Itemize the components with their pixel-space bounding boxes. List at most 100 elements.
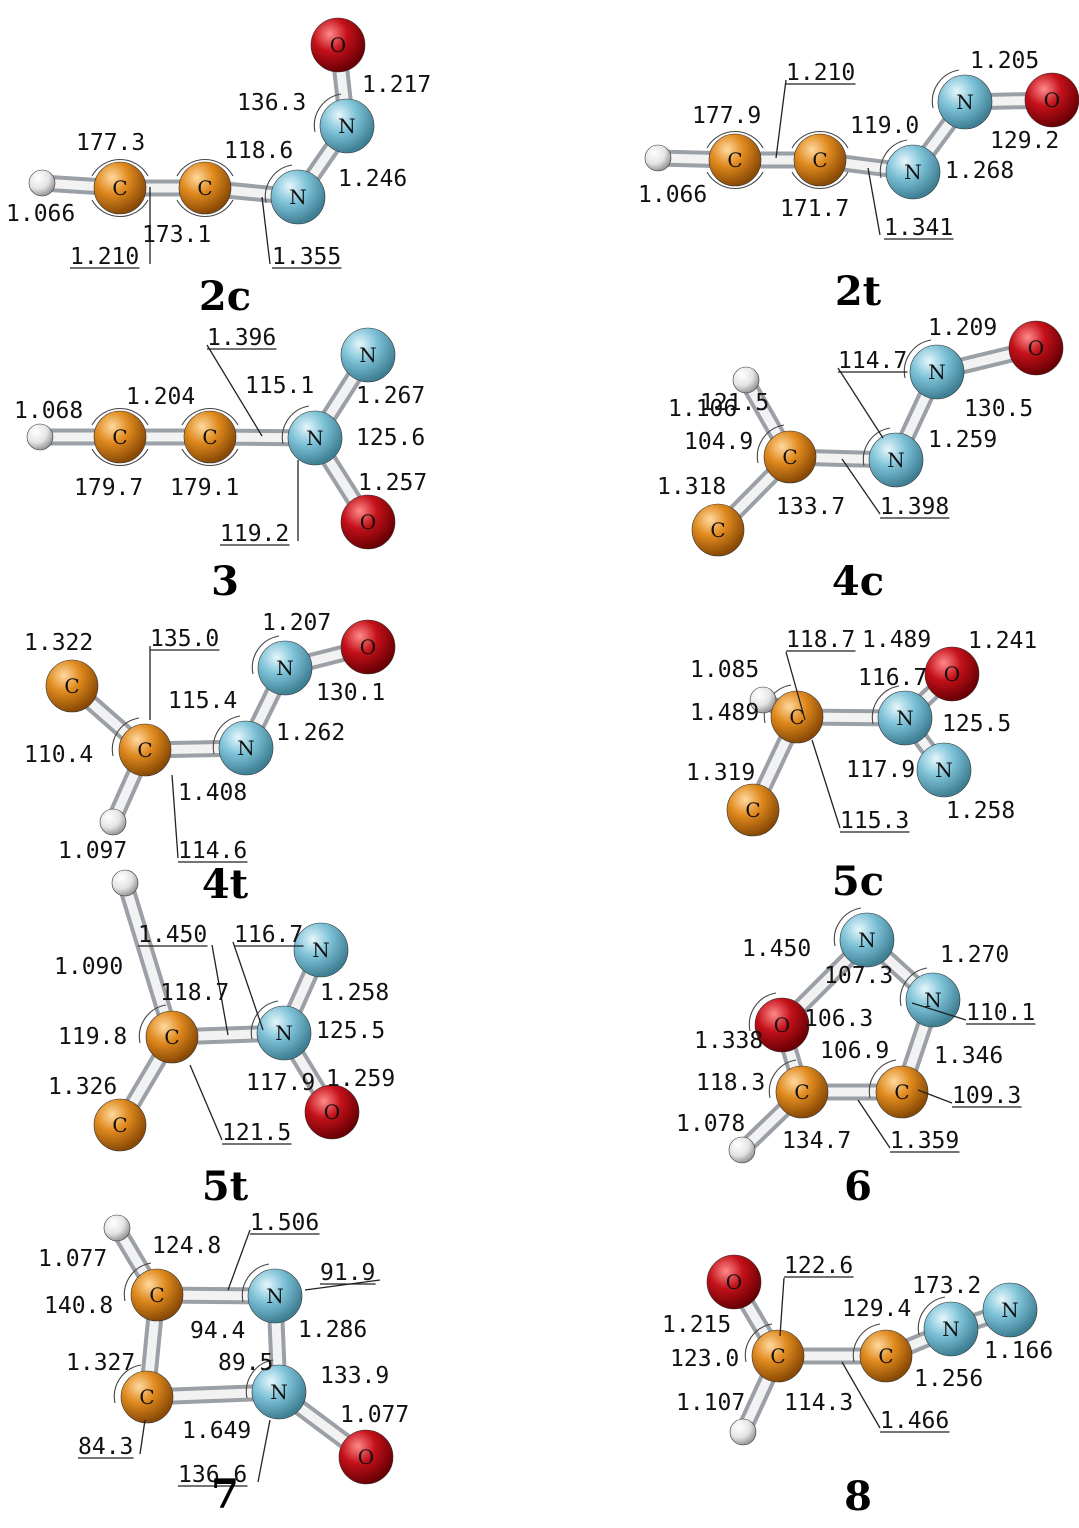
oxygen-atom — [1008, 320, 1064, 376]
nitrogen-atom — [868, 432, 924, 488]
nitrogen-atom — [256, 1005, 312, 1061]
molecule-caption: 6 — [844, 1163, 872, 1210]
nitrogen-atom — [270, 169, 326, 225]
carbon-atom — [875, 1065, 929, 1119]
angle-arc — [917, 1296, 946, 1336]
angle-arc — [852, 1323, 881, 1363]
geometry-label: 125.5 — [942, 711, 1011, 737]
carbon-atom — [751, 1329, 805, 1383]
nitrogen-atom — [319, 98, 375, 154]
geometry-label: 94.4 — [190, 1318, 245, 1344]
molecule-caption: 4t — [202, 861, 249, 908]
atom-symbol: C — [782, 445, 797, 469]
geometry-label: 1.489 — [862, 627, 931, 653]
nitrogen-atom — [257, 640, 313, 696]
oxygen-atom — [706, 1254, 762, 1310]
atom-symbol: O — [1044, 88, 1060, 112]
oxygen-atom — [754, 997, 810, 1053]
geometry-label: 173.2 — [912, 1273, 981, 1299]
geometry-label: 1.068 — [14, 398, 83, 424]
geometry-label: 1.106 — [668, 396, 737, 422]
geometry-label: 1.346 — [934, 1043, 1003, 1069]
geometry-label: 1.286 — [298, 1317, 367, 1343]
geometry-label: 115.3 — [840, 808, 909, 834]
nitrogen-atom — [247, 1268, 303, 1324]
nitrogen-atom — [885, 144, 941, 200]
leader-line — [775, 79, 787, 159]
geometry-label: 115.1 — [245, 373, 314, 399]
geometry-label: 171.7 — [780, 196, 849, 222]
atom-symbol: N — [275, 1021, 293, 1045]
leader-line — [304, 1279, 381, 1291]
hydrogen-atom — [729, 1418, 757, 1446]
geometry-label: 177.3 — [76, 130, 145, 156]
atom-symbol: C — [64, 674, 79, 698]
atom-symbol: N — [237, 736, 255, 760]
carbon-atom — [763, 430, 817, 484]
atom-symbol: N — [338, 114, 356, 138]
carbon-atom — [708, 133, 762, 187]
leader-line — [257, 1419, 271, 1483]
leader-line — [857, 1099, 891, 1149]
leader-line — [867, 167, 881, 236]
angle-arc — [138, 1004, 167, 1044]
angle-arc — [744, 1323, 773, 1363]
angle-arc — [879, 139, 908, 179]
geometry-label: 134.7 — [782, 1128, 851, 1154]
atom-symbol: C — [770, 1344, 785, 1368]
atom-symbol: N — [935, 758, 953, 782]
atom-symbol: C — [878, 1344, 893, 1368]
atom-symbol: C — [139, 1385, 154, 1409]
geometry-label: 119.0 — [850, 113, 919, 139]
atom-symbol: C — [789, 705, 804, 729]
leader-line — [811, 739, 841, 829]
geometry-label: 130.1 — [316, 680, 385, 706]
geometry-label: 117.9 — [846, 757, 915, 783]
geometry-label: 121.5 — [700, 390, 769, 416]
geometry-label: 1.077 — [340, 1402, 409, 1428]
geometry-label: 1.097 — [58, 838, 127, 864]
geometry-label: 1.066 — [638, 182, 707, 208]
geometry-label: 1.207 — [262, 610, 331, 636]
oxygen-atom — [340, 494, 396, 550]
geometry-label: 118.7 — [786, 627, 855, 653]
geometry-label: 130.5 — [964, 396, 1033, 422]
geometry-label: 1.489 — [690, 700, 759, 726]
geometry-label: 1.268 — [945, 158, 1014, 184]
geometry-label: 104.9 — [684, 429, 753, 455]
angle-arc — [251, 635, 280, 675]
geometry-label: 91.9 — [320, 1260, 375, 1286]
atom-symbol: N — [887, 448, 905, 472]
oxygen-atom — [310, 17, 366, 73]
oxygen-atom — [338, 1429, 394, 1485]
carbon-atom — [726, 783, 780, 837]
angle-arc — [833, 907, 862, 947]
geometry-label: 121.5 — [222, 1120, 291, 1146]
geometry-label: 110.1 — [966, 1000, 1035, 1026]
geometry-label: 1.258 — [320, 980, 389, 1006]
nitrogen-atom — [287, 410, 343, 466]
geometry-label: 84.3 — [78, 1434, 133, 1460]
geometry-label: 1.396 — [207, 325, 276, 351]
geometry-label: 124.8 — [152, 1233, 221, 1259]
atom-symbol: N — [359, 343, 377, 367]
carbon-atom — [120, 1370, 174, 1424]
geometry-label: 89.5 — [218, 1350, 273, 1376]
hydrogen-atom — [103, 1214, 131, 1242]
hydrogen-atom — [732, 366, 760, 394]
geometry-label: 122.6 — [784, 1253, 853, 1279]
geometry-label: 114.3 — [784, 1390, 853, 1416]
atom-symbol: C — [894, 1080, 909, 1104]
geometry-label: 116.7 — [858, 665, 927, 691]
atom-symbol: C — [112, 176, 127, 200]
molecule-caption: 5t — [202, 1163, 249, 1210]
geometry-label: 136.3 — [237, 90, 306, 116]
geometry-label: 110.4 — [24, 742, 93, 768]
nitrogen-atom — [340, 327, 396, 383]
geometry-label: 119.2 — [220, 521, 289, 547]
atom-symbol: N — [1001, 1298, 1019, 1322]
